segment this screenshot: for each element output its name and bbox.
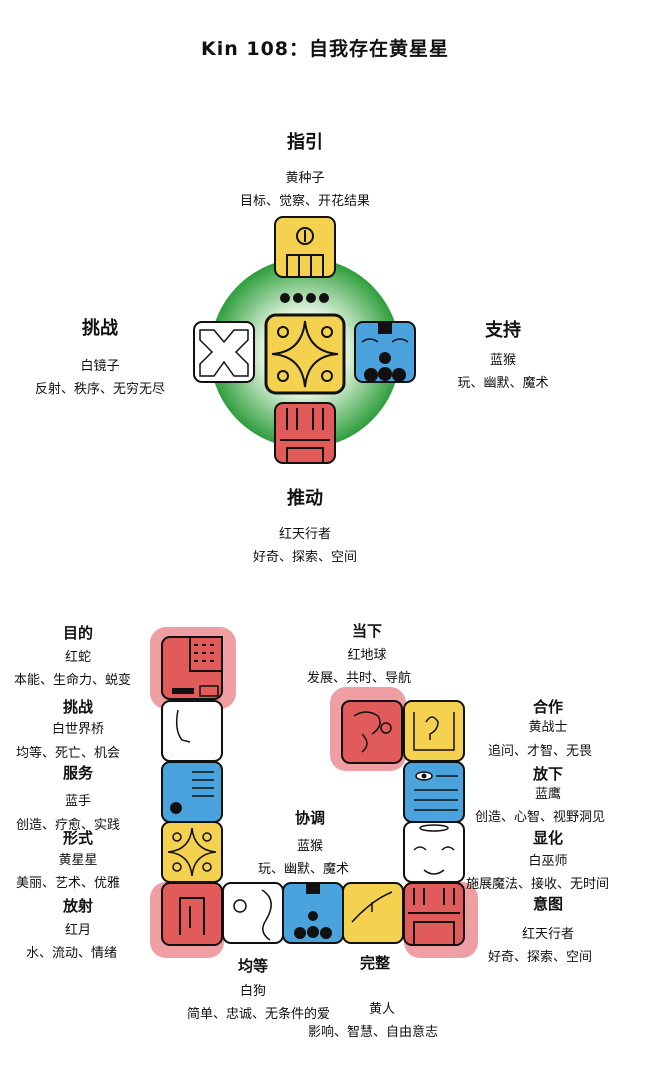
red-earth-glyph: [341, 700, 403, 764]
form-keywords: 美丽、艺术、优雅: [16, 876, 121, 891]
manifest-keywords: 施展魔法、接收、无时间: [466, 877, 610, 892]
form-name: 黄星星: [58, 853, 98, 868]
ws-challenge-name: 白世界桥: [51, 722, 104, 737]
purpose-name: 红蛇: [64, 650, 91, 665]
wavespell-diagram: [150, 627, 478, 958]
red-skywalker-glyph: [274, 402, 336, 464]
cooperation-name: 黄战士: [528, 720, 568, 735]
coordination-name: 蓝猴: [296, 839, 323, 854]
release-keywords: 创造、心智、视野洞见: [475, 810, 606, 825]
radiance-name: 红月: [64, 923, 91, 938]
release-heading: 放下: [532, 765, 563, 783]
red-moon-glyph: [161, 882, 223, 946]
guide-name: 黄种子: [285, 171, 325, 186]
white-world-bridger-glyph: [161, 700, 223, 762]
coordination-keywords: 玩、幽默、魔术: [258, 862, 350, 877]
yellow-seed-glyph: [274, 216, 336, 278]
oracle-diagram: [193, 216, 416, 464]
intention-name: 红天行者: [521, 927, 574, 942]
yellow-warrior-glyph: [403, 700, 465, 762]
support-name: 蓝猴: [489, 353, 516, 368]
drive-keywords: 好奇、探索、空间: [252, 550, 357, 565]
purpose-heading: 目的: [62, 624, 93, 642]
challenge-name: 白镜子: [80, 359, 120, 374]
radiance-keywords: 水、流动、情绪: [26, 946, 118, 961]
red-serpent-glyph: [161, 636, 223, 700]
equality-keywords: 简单、忠诚、无条件的爱: [187, 1007, 331, 1022]
support-keywords: 玩、幽默、魔术: [457, 376, 549, 391]
release-name: 蓝鹰: [534, 787, 561, 802]
radiance-heading: 放射: [62, 897, 93, 915]
page-title: Kin 108：自我存在黄星星: [200, 38, 450, 60]
intention-keywords: 好奇、探索、空间: [488, 950, 593, 965]
purpose-keywords: 本能、生命力、蜕变: [14, 673, 132, 688]
blue-monkey-glyph-2: [282, 882, 344, 944]
manifest-name: 白巫师: [528, 854, 568, 869]
service-heading: 服务: [62, 764, 93, 782]
manifest-heading: 显化: [532, 829, 563, 847]
service-name: 蓝手: [64, 794, 91, 809]
cooperation-keywords: 追问、才智、无畏: [488, 744, 593, 759]
coordination-heading: 协调: [294, 809, 325, 827]
yellow-star-glyph: [161, 821, 223, 883]
guide-heading: 指引: [287, 132, 323, 153]
guide-keywords: 目标、觉察、开花结果: [239, 194, 370, 209]
service-keywords: 创造、疗愈、实践: [16, 818, 121, 833]
blue-eagle-glyph: [403, 761, 465, 823]
equality-heading: 均等: [237, 957, 268, 975]
presence-keywords: 发展、共时、导航: [307, 671, 412, 686]
tone-dots: [280, 293, 329, 303]
red-skywalker-glyph-2: [403, 882, 465, 946]
presence-heading: 当下: [351, 622, 382, 640]
intention-heading: 意图: [532, 895, 563, 913]
drive-name: 红天行者: [278, 527, 331, 542]
completion-heading: 完整: [359, 954, 390, 972]
completion-keywords: 影响、智慧、自由意志: [308, 1025, 439, 1040]
completion-name: 黄人: [368, 1002, 395, 1017]
white-wizard-glyph: [403, 821, 465, 883]
yellow-star-center-glyph: [264, 313, 346, 395]
drive-heading: 推动: [287, 488, 323, 509]
cooperation-heading: 合作: [532, 698, 563, 716]
form-heading: 形式: [62, 829, 93, 847]
ws-challenge-keywords: 均等、死亡、机会: [16, 746, 121, 761]
challenge-keywords: 反射、秩序、无穷无尽: [34, 382, 165, 397]
challenge-heading: 挑战: [82, 318, 118, 339]
white-mirror-glyph: [193, 321, 255, 383]
support-heading: 支持: [485, 320, 521, 341]
yellow-human-glyph: [342, 882, 404, 944]
blue-monkey-glyph: [354, 321, 416, 383]
ws-challenge-heading: 挑战: [62, 698, 93, 716]
equality-name: 白狗: [239, 984, 266, 999]
white-dog-glyph: [222, 882, 284, 944]
blue-hand-glyph: [161, 761, 223, 823]
presence-name: 红地球: [347, 648, 387, 663]
